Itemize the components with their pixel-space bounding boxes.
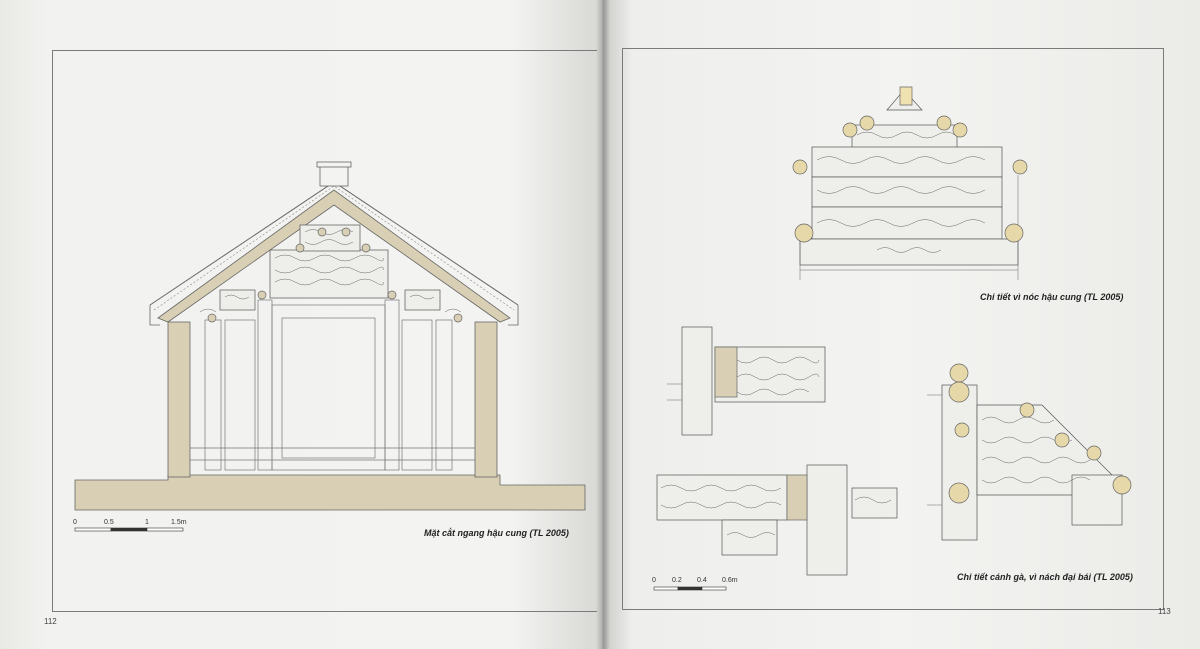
top-detail-caption: Chi tiết vì nóc hậu cung (TL 2005) xyxy=(980,292,1124,302)
right-scale-bar: 0 0.2 0.4 0.6m xyxy=(652,577,738,591)
left-page-number: 112 xyxy=(44,617,57,626)
bottom-detail-caption: Chi tiết cánh gà, vì nách đại bái (TL 20… xyxy=(957,572,1133,582)
truss-side-detail-drawing xyxy=(656,464,898,576)
book-gutter xyxy=(596,0,610,649)
ridge xyxy=(319,165,349,187)
right-scale-label: 0.2 xyxy=(672,577,682,584)
left-scale-label: 0 xyxy=(73,519,77,526)
left-page-frame xyxy=(52,50,597,612)
roof-section xyxy=(157,189,511,323)
ground-section xyxy=(74,474,586,511)
left-caption: Mặt cắt ngang hậu cung (TL 2005) xyxy=(424,528,569,538)
cross-section-drawing xyxy=(74,161,586,532)
right-page-frame xyxy=(622,48,1164,610)
left-wall xyxy=(167,321,191,478)
right-page-number: 113 xyxy=(1158,607,1171,616)
right-page: Chi tiết vì nóc hậu cung (TL 2005) xyxy=(602,0,1200,649)
right-wall xyxy=(474,321,498,478)
left-scale-label: 1.5m xyxy=(171,519,187,526)
left-scale-label: 0.5 xyxy=(104,519,114,526)
left-scale-label: 1 xyxy=(145,519,149,526)
side-truss-detail-drawing xyxy=(927,363,1132,541)
right-scale-label: 0.6m xyxy=(722,577,738,584)
left-scale-bar xyxy=(74,527,184,532)
left-scale-labels: 0 0.5 1 1.5m xyxy=(73,519,187,526)
roof-truss-detail-drawing xyxy=(792,86,1028,280)
right-scale-label: 0.4 xyxy=(697,577,707,584)
left-page: 0 0.5 1 1.5m Mặt cắt ngang hậu cung (TL … xyxy=(0,0,602,649)
right-scale-label: 0 xyxy=(652,577,656,584)
wing-bracket-detail-drawing xyxy=(667,326,826,436)
